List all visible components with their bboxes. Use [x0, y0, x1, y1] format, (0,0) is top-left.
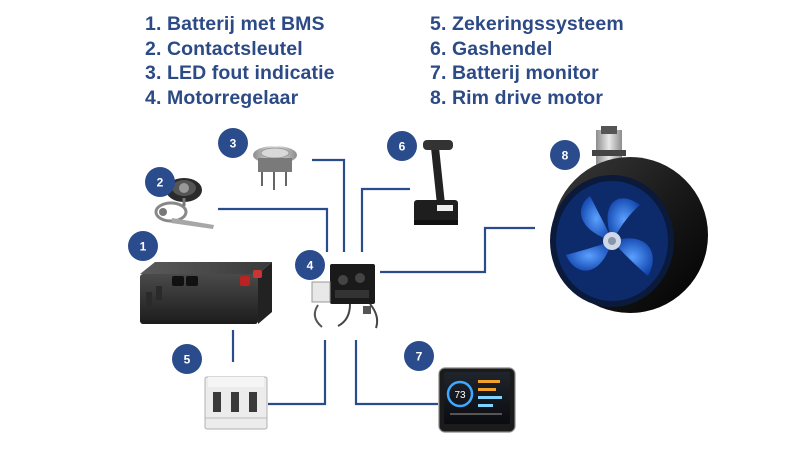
badge-8: 8	[550, 140, 580, 170]
badge-1: 1	[128, 231, 158, 261]
badge-2: 2	[145, 167, 175, 197]
connector-controller-to-monitor	[354, 340, 438, 406]
svg-text:3: 3	[230, 137, 237, 151]
legend-item-battery-monitor: 7. Batterij monitor	[430, 62, 599, 84]
legend-item-rim-drive-motor: 8. Rim drive motor	[430, 86, 604, 109]
led-fault-indicator	[253, 146, 297, 190]
throttle-lever	[414, 140, 458, 225]
connector-led-to-controller	[312, 158, 346, 252]
ignition-key-switch	[154, 178, 214, 229]
rim-drive-motor	[550, 126, 708, 313]
svg-text:7: 7	[416, 350, 423, 364]
legend-item-motor-controller: 4. Motorregelaar	[145, 86, 299, 109]
badge-6: 6	[387, 131, 417, 161]
svg-text:2: 2	[157, 176, 164, 190]
legend-item-throttle: 6. Gashendel	[430, 37, 553, 60]
connector-key-to-controller	[218, 207, 329, 252]
svg-text:1: 1	[140, 240, 147, 254]
connector-fuse-to-controller	[268, 340, 327, 406]
battery-monitor: 73	[438, 367, 516, 433]
legend-item-battery: 1. Batterij met BMS	[145, 13, 325, 35]
legend-left: 1. Batterij met BMS 2. Contactsleutel 3.…	[145, 12, 335, 110]
monitor-dial-value: 73	[454, 390, 466, 401]
connector-throttle-to-controller	[360, 187, 410, 252]
badge-7: 7	[404, 341, 434, 371]
badge-5: 5	[172, 344, 202, 374]
connector-lines	[218, 158, 535, 406]
legend-item-fuse-system: 5. Zekeringssysteem	[430, 13, 624, 35]
battery-with-bms	[140, 262, 272, 324]
svg-text:6: 6	[399, 140, 406, 154]
legend-right: 5. Zekeringssysteem 6. Gashendel 7. Batt…	[430, 12, 624, 110]
propeller-blades	[566, 196, 653, 276]
fuse-system	[204, 376, 268, 430]
legend-item-ignition-key: 2. Contactsleutel	[145, 37, 303, 60]
motor-controller	[311, 264, 379, 329]
badge-4: 4	[295, 250, 325, 280]
legend-item-led-indicator: 3. LED fout indicatie	[145, 62, 335, 84]
svg-text:4: 4	[307, 259, 314, 273]
connector-motor-to-controller	[380, 226, 535, 274]
svg-text:8: 8	[562, 149, 569, 163]
svg-text:5: 5	[184, 353, 191, 367]
badge-3: 3	[218, 128, 248, 158]
